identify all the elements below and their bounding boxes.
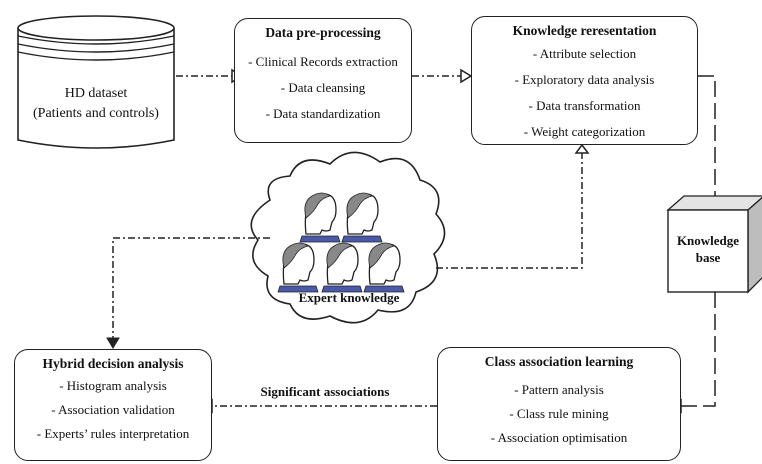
connector-expert-to-representation	[436, 152, 583, 269]
class-learning-item: - Class rule mining	[509, 406, 609, 421]
representation-item: - Exploratory data analysis	[514, 72, 655, 87]
arrowhead-hybrid-top	[106, 337, 120, 349]
representation-item: - Attribute selection	[532, 46, 637, 61]
hd-dataset-cylinder	[17, 15, 175, 149]
preprocessing-item: - Data cleansing	[280, 80, 366, 95]
preprocessing-box: Data pre-processing - Clinical Records e…	[234, 18, 412, 143]
representation-item: - Data transformation	[528, 98, 641, 113]
preprocessing-item: - Clinical Records extraction	[248, 54, 398, 69]
hd-dataset-subtitle: (Patients and controls)	[33, 106, 159, 121]
representation-box: Knowledge reresentation - Attribute sele…	[471, 16, 698, 145]
knowledge-base-label: Knowledge base	[668, 232, 748, 266]
representation-title: Knowledge reresentation	[512, 23, 657, 38]
hd-dataset-label: HD dataset (Patients and controls)	[18, 84, 174, 124]
hybrid-item: - Association validation	[51, 402, 175, 417]
class-learning-title: Class association learning	[484, 354, 634, 369]
preprocessing-title: Data pre-processing	[265, 25, 381, 40]
representation-item: - Weight categorization	[523, 124, 646, 139]
class-learning-item: - Pattern analysis	[514, 382, 604, 397]
connector-knowledge-base-to-class-learning	[681, 292, 716, 407]
knowledge-base-subtitle: base	[695, 250, 721, 265]
class-learning-box: Class association learning - Pattern ana…	[437, 347, 681, 461]
knowledge-base-cube	[666, 195, 762, 294]
hybrid-item: - Histogram analysis	[59, 378, 167, 393]
hybrid-item: - Experts’ rules interpretation	[36, 426, 190, 441]
hybrid-title: Hybrid decision analysis	[42, 356, 184, 371]
preprocessing-item: - Data standardization	[265, 106, 381, 121]
knowledge-base-title: Knowledge	[676, 233, 740, 248]
arrowhead-representation	[460, 68, 473, 84]
connector-representation-to-knowledge-base	[698, 75, 716, 196]
arrowhead-representation-bottom	[574, 143, 590, 154]
class-learning-item: - Association optimisation	[490, 430, 628, 445]
hybrid-box: Hybrid decision analysis - Histogram ana…	[14, 349, 212, 461]
connector-expert-to-hybrid	[112, 237, 270, 340]
hd-dataset-title: HD dataset	[64, 86, 128, 101]
expert-knowledge-label: Expert knowledge	[298, 290, 400, 305]
significant-associations-label: Significant associations	[260, 384, 390, 399]
